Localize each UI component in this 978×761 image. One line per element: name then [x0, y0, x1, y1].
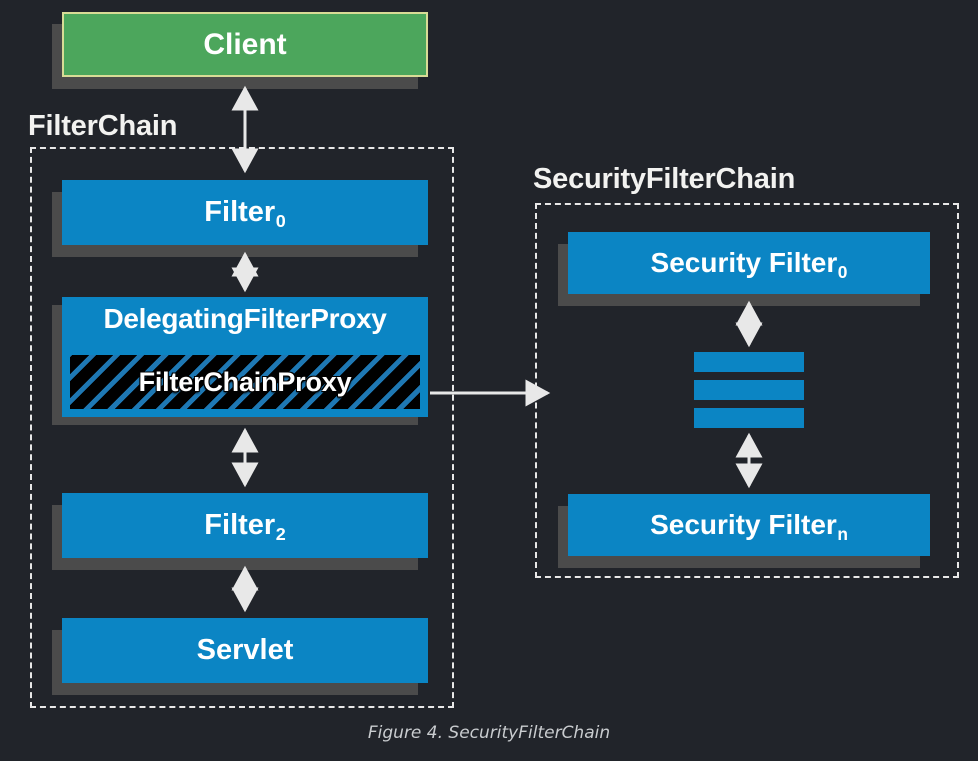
- ellipsis-bar-2: [694, 380, 804, 400]
- node-filter-2-subscript: 2: [275, 523, 286, 544]
- node-security-filter-n[interactable]: Security Filtern: [568, 494, 930, 556]
- node-filter-0-subscript: 0: [275, 210, 286, 231]
- node-security-filter-n-subscript: n: [837, 523, 848, 544]
- node-servlet-label: Servlet: [196, 634, 294, 666]
- node-filter-2-label: Filter2: [204, 509, 285, 543]
- node-client-label: Client: [203, 27, 287, 61]
- node-security-filter-0[interactable]: Security Filter0: [568, 232, 930, 294]
- node-filter-0[interactable]: Filter0: [62, 180, 428, 245]
- ellipsis-bar-3: [694, 408, 804, 428]
- node-filter-chain-proxy[interactable]: FilterChainProxy: [68, 353, 422, 411]
- node-delegating-filter-proxy-label: DelegatingFilterProxy: [103, 303, 387, 334]
- node-client[interactable]: Client: [62, 12, 428, 77]
- node-filter-0-text: Filter: [204, 196, 276, 228]
- node-filter-0-label: Filter0: [204, 196, 285, 230]
- node-delegating-filter-proxy[interactable]: DelegatingFilterProxy FilterChainProxy: [62, 297, 428, 417]
- node-security-filter-n-label: Security Filtern: [650, 509, 848, 543]
- node-servlet[interactable]: Servlet: [62, 618, 428, 683]
- group-label-securityfilterchain: SecurityFilterChain: [533, 163, 796, 195]
- node-filter-2-text: Filter: [204, 509, 276, 541]
- node-security-filter-0-label: Security Filter0: [650, 247, 848, 281]
- ellipsis-bar-1: [694, 352, 804, 372]
- figure-caption: Figure 4. SecurityFilterChain: [367, 723, 611, 743]
- node-filter-chain-proxy-label: FilterChainProxy: [138, 366, 352, 397]
- group-label-filterchain: FilterChain: [28, 110, 178, 142]
- node-security-filter-n-text: Security Filter: [650, 509, 837, 540]
- node-security-filter-0-subscript: 0: [837, 261, 848, 282]
- node-filter-2[interactable]: Filter2: [62, 493, 428, 558]
- node-security-filter-0-text: Security Filter: [650, 247, 838, 278]
